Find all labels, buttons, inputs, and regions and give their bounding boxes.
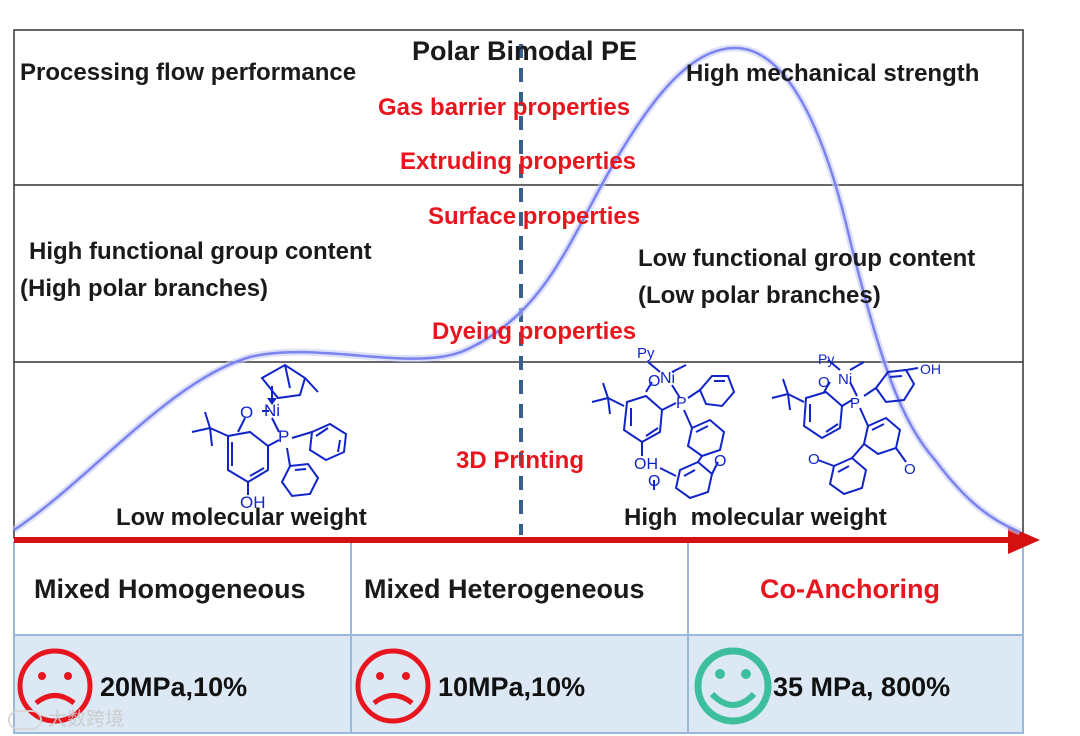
left-catalyst-molecule bbox=[191, 363, 348, 498]
atom-label: O bbox=[808, 451, 820, 468]
result-mixed-heterogeneous: 10MPa,10% bbox=[438, 672, 586, 702]
result-co-anchoring: 35 MPa, 800% bbox=[773, 672, 951, 702]
middle-catalyst-molecule bbox=[591, 361, 736, 500]
atom-label: OH bbox=[240, 493, 266, 512]
property-3d-printing: 3D Printing bbox=[456, 447, 585, 474]
watermark-text: 大数跨境 bbox=[48, 709, 125, 730]
result-mixed-homogeneous: 20MPa,10% bbox=[100, 672, 248, 702]
atom-label: O bbox=[648, 373, 661, 390]
bimodal-distribution-curve bbox=[13, 46, 1021, 534]
watermark-logo-icon bbox=[8, 709, 42, 730]
atom-label: P bbox=[676, 395, 687, 412]
method-mixed-heterogeneous: Mixed Heterogeneous bbox=[364, 574, 645, 604]
high-molecular-weight-label: High molecular weight bbox=[624, 504, 887, 531]
method-co-anchoring: Co-Anchoring bbox=[760, 574, 940, 604]
sad-face-icon bbox=[355, 648, 431, 724]
low-molecular-weight-label: Low molecular weight bbox=[116, 504, 367, 531]
atom-label: O bbox=[904, 461, 916, 478]
mechanical-strength-label: High mechanical strength bbox=[686, 60, 980, 87]
high-functional-group-label: High functional group content bbox=[29, 238, 372, 265]
watermark: 大数跨境 bbox=[8, 704, 124, 731]
property-gas-barrier: Gas barrier properties bbox=[378, 94, 631, 121]
atom-label: O bbox=[818, 374, 830, 391]
sad-face-icon bbox=[17, 648, 93, 724]
atom-label: OH bbox=[920, 361, 941, 377]
atom-label: Ni bbox=[838, 371, 853, 388]
table-result-row bbox=[13, 634, 1024, 734]
atom-label: Py bbox=[637, 345, 655, 362]
method-mixed-homogeneous: Mixed Homogeneous bbox=[34, 574, 306, 604]
right-catalyst-molecule bbox=[771, 359, 919, 496]
property-extruding: Extruding properties bbox=[400, 148, 637, 175]
property-surface: Surface properties bbox=[428, 203, 641, 230]
processing-flow-label: Processing flow performance bbox=[20, 59, 357, 86]
atom-label: Ni bbox=[264, 401, 281, 420]
happy-face-icon bbox=[694, 647, 772, 725]
atom-label: OH bbox=[634, 456, 658, 473]
atom-label: O bbox=[240, 403, 254, 422]
atom-label: O bbox=[714, 453, 727, 470]
property-dyeing: Dyeing properties bbox=[432, 318, 637, 345]
table-header-row bbox=[13, 541, 1024, 636]
atom-label: P bbox=[278, 427, 290, 446]
atom-label: Ni bbox=[660, 370, 676, 387]
low-functional-group-label: Low functional group content bbox=[638, 245, 976, 272]
low-polar-branches-label: (Low polar branches) bbox=[638, 282, 881, 309]
diagram-title: Polar Bimodal PE bbox=[412, 36, 638, 66]
atom-label: P bbox=[850, 395, 861, 412]
high-polar-branches-label: (High polar branches) bbox=[20, 275, 269, 302]
atom-label: O bbox=[648, 473, 661, 490]
atom-label: Py bbox=[818, 351, 835, 367]
